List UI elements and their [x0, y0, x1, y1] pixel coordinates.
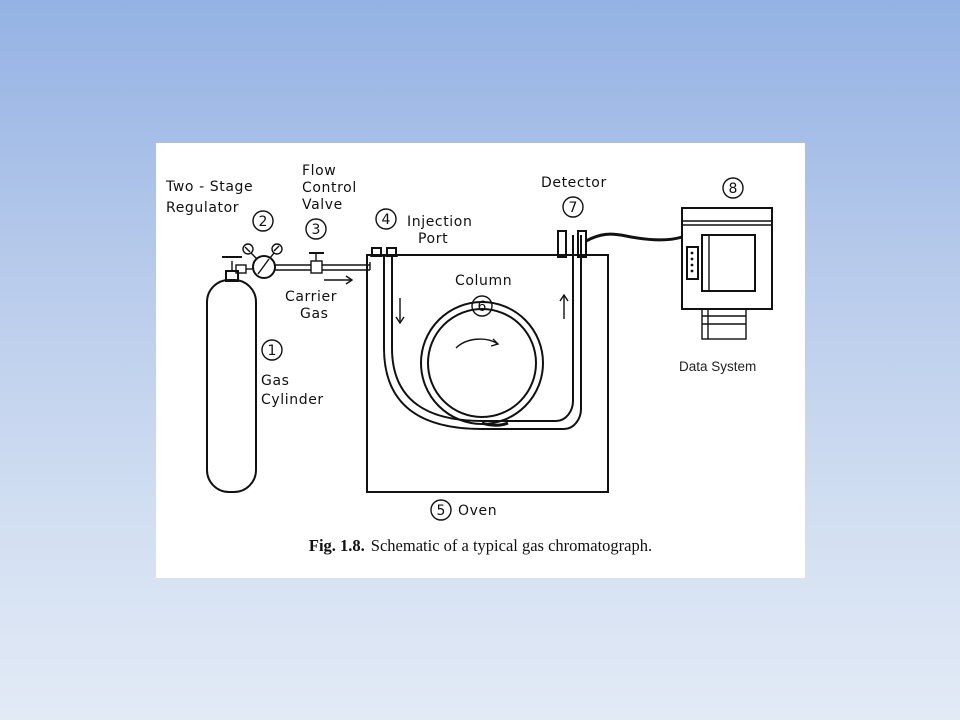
- number-marker-3: 3: [305, 218, 327, 240]
- caption-text: Schematic of a typical gas chromatograph…: [370, 536, 653, 555]
- number-marker-2: 2: [252, 210, 274, 232]
- svg-text:8: 8: [729, 181, 738, 197]
- number-marker-6: 6: [471, 295, 493, 317]
- svg-text:7: 7: [569, 200, 578, 216]
- oven-label: Oven: [458, 503, 497, 519]
- regulator: [242, 243, 283, 279]
- number-marker-1: 1: [261, 339, 283, 361]
- number-marker-8: 8: [722, 177, 744, 199]
- injection-label-line2: Port: [418, 231, 448, 247]
- injection-label-line1: Injection: [407, 214, 472, 230]
- cylinder-label-line1: Gas: [261, 373, 290, 389]
- flow-control-valve: [309, 252, 324, 274]
- oven-box: [366, 254, 609, 493]
- carrier-gas-label-line2: Gas: [300, 306, 329, 322]
- number-marker-5: 5: [430, 499, 452, 521]
- carrier-gas-line: [275, 262, 371, 271]
- column-label: Column: [455, 273, 512, 289]
- svg-text:2: 2: [259, 214, 268, 230]
- svg-text:3: 3: [312, 222, 321, 238]
- valve-label-line2: Control: [302, 180, 357, 196]
- number-marker-7: 7: [562, 196, 584, 218]
- svg-text:5: 5: [437, 503, 446, 519]
- carrier-flow-arrow: [324, 275, 354, 285]
- gas-chromatograph-diagram: 2 3 4 7 8 6 1 5 Two - St: [165, 163, 773, 521]
- carrier-gas-label-line1: Carrier: [285, 289, 337, 305]
- figure-panel: 2 3 4 7 8 6 1 5 Two - St: [156, 143, 805, 578]
- detector-label: Detector: [541, 175, 607, 191]
- number-marker-4: 4: [375, 208, 397, 230]
- caption-number: Fig. 1.8.: [308, 536, 365, 555]
- gas-cylinder: [206, 256, 257, 493]
- svg-text:4: 4: [382, 212, 391, 228]
- column-flow-arrows: [395, 293, 569, 325]
- data-system-label: Data System: [679, 359, 756, 374]
- column-tubing: [383, 235, 582, 430]
- regulator-label-line2: Regulator: [166, 200, 239, 216]
- data-system-device: [681, 207, 773, 340]
- regulator-label-line1: Two - Stage: [165, 179, 253, 195]
- valve-label-line3: Valve: [302, 197, 343, 213]
- svg-text:1: 1: [268, 343, 277, 359]
- figure-caption: Fig. 1.8. Schematic of a typical gas chro…: [156, 536, 805, 556]
- valve-label-line1: Flow: [302, 163, 336, 179]
- signal-cable: [585, 232, 683, 243]
- svg-text:6: 6: [478, 299, 487, 315]
- cylinder-label-line2: Cylinder: [261, 392, 324, 408]
